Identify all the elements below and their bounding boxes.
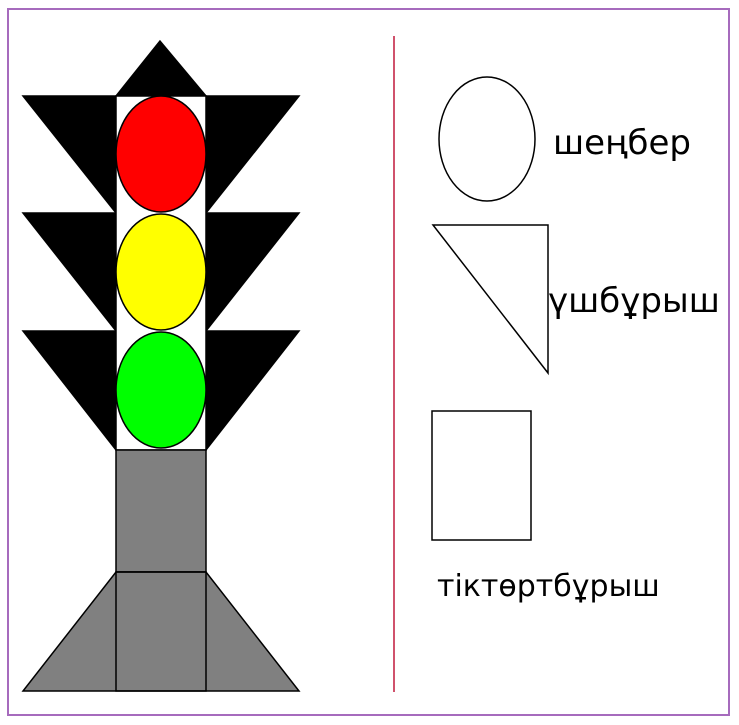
traffic-light bbox=[23, 41, 299, 691]
right-wing-triangle-1 bbox=[206, 96, 299, 213]
triangle-label: үшбұрыш bbox=[548, 284, 720, 318]
circle-label: шеңбер bbox=[553, 126, 691, 160]
left-wing-triangle-2 bbox=[23, 213, 116, 331]
pole bbox=[116, 450, 206, 572]
circle-shape bbox=[439, 77, 535, 201]
left-wing-triangle-1 bbox=[23, 96, 116, 213]
base-trapezoid bbox=[23, 572, 299, 691]
top-triangle bbox=[116, 41, 206, 96]
rectangle-shape bbox=[432, 411, 531, 540]
rectangle-label: тіктөртбұрыш bbox=[437, 572, 660, 602]
right-wing-triangle-3 bbox=[206, 331, 299, 450]
left-wing-triangle-3 bbox=[23, 331, 116, 450]
right-wing-triangle-2 bbox=[206, 213, 299, 331]
triangle-shape bbox=[433, 225, 548, 373]
red-light bbox=[116, 96, 206, 212]
green-light bbox=[116, 332, 206, 448]
yellow-light bbox=[116, 214, 206, 330]
